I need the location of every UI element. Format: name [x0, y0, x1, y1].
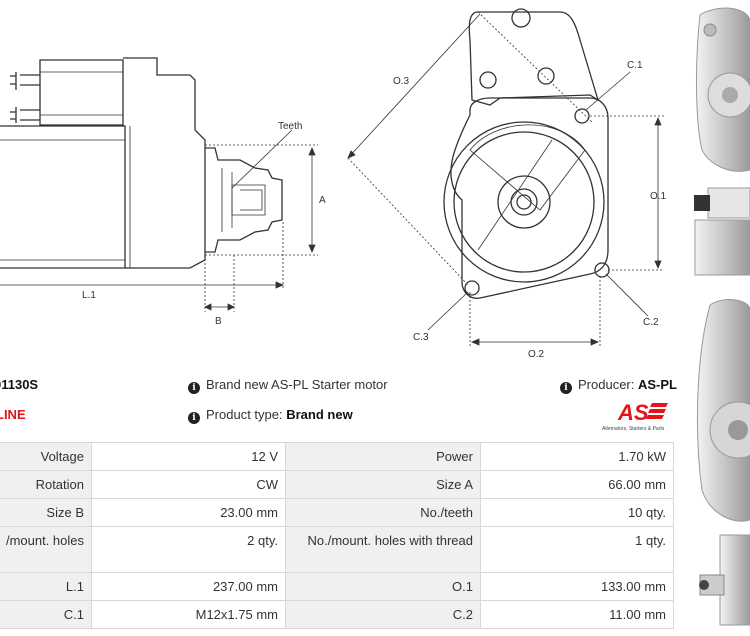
photo-angle — [696, 299, 750, 522]
spec-key: No./mount. holes with thread — [285, 526, 481, 573]
spec-key: Size B — [0, 498, 92, 527]
product-type-value: Brand new — [286, 407, 353, 422]
product-code: 01130S — [0, 377, 39, 392]
logo-text: AS — [617, 400, 649, 425]
photo-front — [695, 7, 750, 172]
spec-value: CW — [91, 470, 286, 499]
spec-key: Rotation — [0, 470, 92, 499]
dimension-o1-label: O.1 — [650, 191, 667, 202]
producer: i Producer: AS-PL — [560, 377, 677, 394]
table-row: Size B 23.00 mm No./teeth 10 qty. — [0, 498, 674, 527]
producer-label: Producer: — [578, 377, 635, 392]
spec-value: 237.00 mm — [91, 572, 286, 601]
dimension-c1-label: C.1 — [627, 60, 643, 71]
dimension-o3-label: O.3 — [393, 76, 410, 87]
spec-value: 1.70 kW — [480, 442, 674, 471]
dimension-o2-label: O.2 — [528, 349, 545, 360]
table-row: Voltage 12 V Power 1.70 kW — [0, 442, 674, 471]
spec-value: 66.00 mm — [480, 470, 674, 499]
teeth-label: Teeth — [278, 121, 302, 132]
spec-key: C.2 — [285, 600, 481, 629]
product-type-label: Product type: — [206, 407, 283, 422]
spec-value: 23.00 mm — [91, 498, 286, 527]
spec-value: 10 qty. — [480, 498, 674, 527]
spec-key: C.1 — [0, 600, 92, 629]
spec-key: /mount. holes — [0, 526, 92, 573]
spec-value: M12x1.75 mm — [91, 600, 286, 629]
spec-value: 12 V — [91, 442, 286, 471]
spec-key: O.1 — [285, 572, 481, 601]
spec-value: 1 qty. — [480, 526, 674, 573]
dimension-c3-label: C.3 — [413, 332, 429, 343]
info-circle-icon: i — [560, 382, 572, 394]
dimension-a-label: A — [319, 195, 326, 206]
spec-key: Voltage — [0, 442, 92, 471]
dimension-l1-label: L.1 — [82, 290, 96, 301]
table-row: Rotation CW Size A 66.00 mm — [0, 470, 674, 499]
as-pl-logo: AS Alternators, Starters & Parts — [602, 400, 668, 432]
technical-drawing: Teeth A B L.1 O.3 C.1 O.1 C.2 C.3 O.2 — [0, 8, 667, 360]
spec-value: 133.00 mm — [480, 572, 674, 601]
spec-key: Size A — [285, 470, 481, 499]
description-text: Brand new AS-PL Starter motor — [206, 377, 388, 392]
product-line-badge: LINE — [0, 407, 26, 422]
spec-value: 11.00 mm — [480, 600, 674, 629]
product-photos — [694, 7, 750, 626]
producer-value: AS-PL — [638, 377, 677, 392]
spec-key: Power — [285, 442, 481, 471]
table-row: C.1 M12x1.75 mm C.2 11.00 mm — [0, 600, 674, 629]
product-description: i Brand new AS-PL Starter motor — [188, 377, 388, 394]
product-type: i Product type: Brand new — [188, 407, 353, 424]
spec-key: No./teeth — [285, 498, 481, 527]
info-circle-icon: i — [188, 382, 200, 394]
photo-side — [694, 187, 750, 276]
logo-tagline: Alternators, Starters & Parts — [602, 426, 665, 432]
photo-bottom — [699, 534, 750, 626]
dimension-c2-label: C.2 — [643, 317, 659, 328]
spec-value: 2 qty. — [91, 526, 286, 573]
info-circle-icon: i — [188, 412, 200, 424]
table-row: /mount. holes 2 qty. No./mount. holes wi… — [0, 526, 674, 573]
specs-table: Voltage 12 V Power 1.70 kW Rotation CW S… — [0, 442, 674, 629]
dimension-b-label: B — [215, 316, 222, 327]
spec-key: L.1 — [0, 572, 92, 601]
table-row: L.1 237.00 mm O.1 133.00 mm — [0, 572, 674, 601]
